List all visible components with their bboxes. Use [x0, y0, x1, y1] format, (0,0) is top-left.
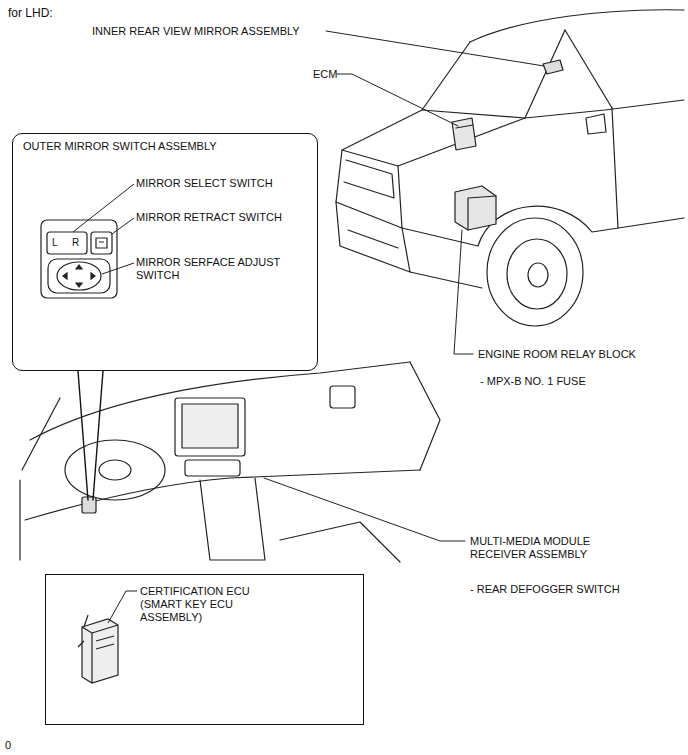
- part-label: INNER REAR VIEW MIRROR ASSEMBLY: [92, 25, 300, 38]
- part-label: 0: [5, 739, 11, 752]
- leader-line: [108, 591, 137, 623]
- part-label: ECM: [313, 68, 337, 81]
- inner-drawing: [13, 134, 319, 372]
- mirror-switch-drawing: [41, 220, 117, 298]
- vehicle-exterior: [336, 10, 684, 326]
- callout-box: OUTER MIRROR SWITCH ASSEMBLY: [12, 133, 318, 371]
- part-label: ENGINE ROOM RELAY BLOCK: [478, 348, 636, 361]
- inset-box: CERTIFICATION ECU (SMART KEY ECU ASSEMBL…: [45, 574, 364, 725]
- node-text: CERTIFICATION ECU (SMART KEY ECU ASSEMBL…: [140, 585, 275, 624]
- part-label: - REAR DEFOGGER SWITCH: [470, 583, 620, 596]
- page-title: for LHD:: [8, 7, 53, 20]
- node-text: OUTER MIRROR SWITCH ASSEMBLY: [23, 140, 303, 153]
- part-label: - MPX-B NO. 1 FUSE: [480, 375, 586, 388]
- inner-drawing: [46, 575, 365, 726]
- part-label: MULTI-MEDIA MODULE RECEIVER ASSEMBLY: [470, 535, 610, 561]
- dashboard-illustration: [20, 362, 440, 562]
- ecu-drawing: [78, 615, 118, 683]
- leader-line: [73, 184, 134, 274]
